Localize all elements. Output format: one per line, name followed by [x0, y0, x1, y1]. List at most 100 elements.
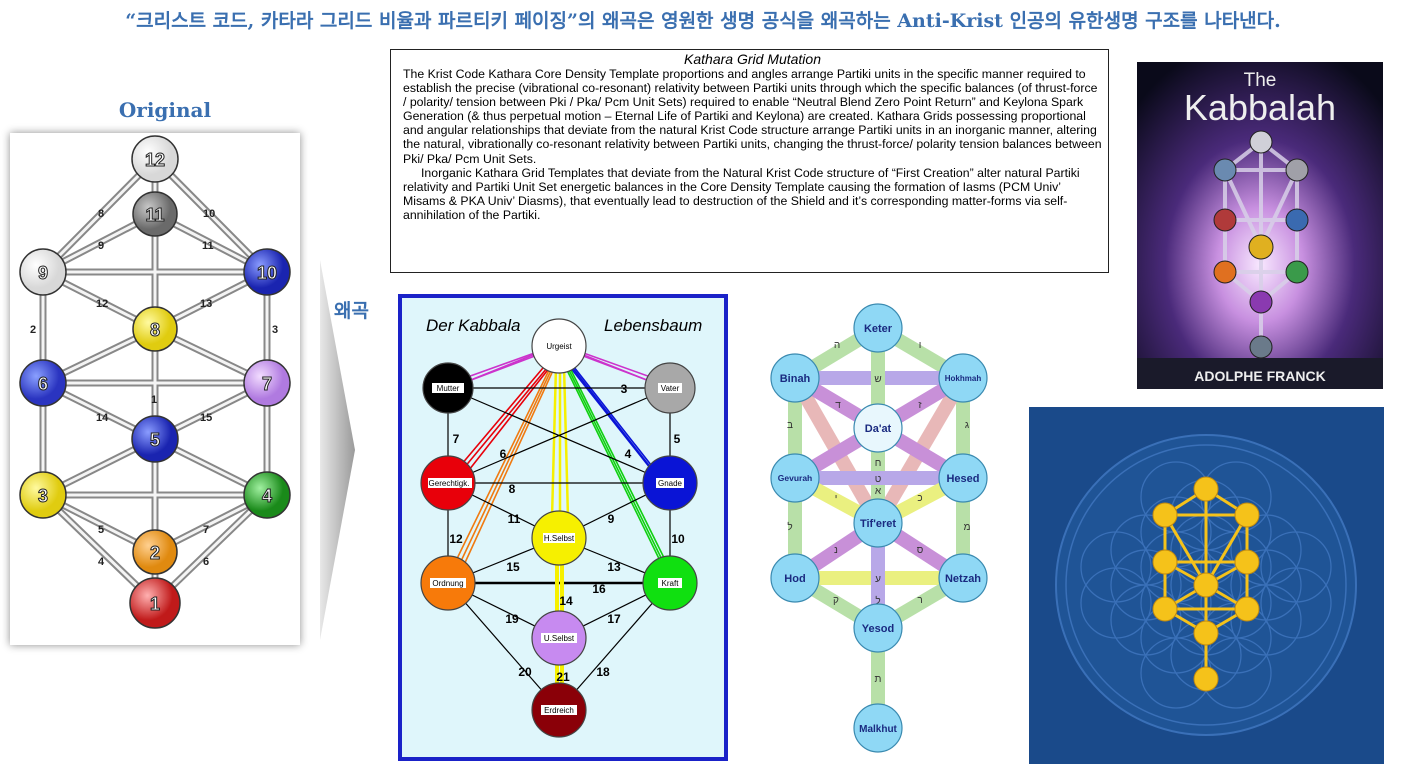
path-number: 6 [500, 447, 507, 461]
node-label: 12 [145, 150, 165, 170]
flower-of-life-tree [1029, 407, 1384, 764]
hebrew-letter: ט [875, 474, 882, 485]
page-title: “크리스트 코드, 카타라 그리드 비율과 파르티키 페이징”의 왜곡은 영원한… [125, 10, 1281, 32]
kabbala-node: Ordnung [432, 579, 463, 588]
node-label: 3 [38, 486, 48, 506]
kabbala-title-left: Der Kabbala [426, 316, 521, 335]
edge-label: 3 [272, 324, 278, 336]
original-kathara-grid: 8 10 9 11 12 13 2 3 1 14 15 5 7 4 6 12 1… [10, 133, 300, 645]
path-number: 19 [505, 612, 519, 626]
kabbala-node: Kraft [662, 579, 680, 588]
hebrew-letter: ר [917, 595, 922, 606]
kabbala-lebensbaum-diagram: Der Kabbala Lebensbaum [398, 294, 728, 761]
node-label: 6 [38, 374, 48, 394]
sephira-label: Binah [780, 373, 811, 385]
edge-label: 15 [200, 412, 212, 424]
hebrew-letter: כ [917, 493, 922, 504]
mutation-title: Kathara Grid Mutation [684, 51, 821, 67]
edge-label: 5 [98, 524, 104, 536]
hebrew-letter: ז [918, 400, 922, 411]
path-number: 18 [596, 665, 610, 679]
edge-label: 4 [98, 556, 105, 568]
kabbala-svg: Der Kabbala Lebensbaum [420, 316, 702, 738]
path-number: 10 [671, 532, 685, 546]
path-number: 16 [592, 582, 606, 596]
node-label: 2 [150, 543, 160, 563]
hebrew-letter: ק [833, 595, 839, 606]
node-label: 8 [150, 320, 160, 340]
transition-arrow [310, 260, 360, 640]
book-cover-svg: The Kabbalah ADOLPHE FRANCK [1137, 62, 1383, 389]
edge-label: 1 [151, 394, 157, 406]
mutation-paragraph: The Krist Code Kathara Core Density Temp… [403, 67, 1102, 166]
path-number: 17 [607, 612, 621, 626]
node-label: 11 [145, 205, 164, 225]
mutation-paragraph: Inorganic Kathara Grid Templates that de… [403, 165, 1080, 222]
kabbala-node: Vater [661, 384, 680, 393]
kabbalah-book-cover: The Kabbalah ADOLPHE FRANCK [1137, 62, 1383, 389]
edge-label: 11 [202, 240, 214, 252]
hebrew-letter: ל [787, 521, 792, 533]
edge-label: 2 [30, 324, 36, 336]
edge-label: 10 [203, 208, 215, 220]
sephirot-tree-diagram: ה ו ש ב ג ד ז ח ט י כ ל מ נ ס ע פ צ ק ר … [760, 298, 1000, 768]
hebrew-letter: מ [964, 522, 971, 533]
hebrew-letter: ג [965, 420, 969, 431]
hebrew-letter: י [835, 493, 838, 504]
sephira-label: Gevurah [778, 473, 813, 483]
path-number: 20 [518, 665, 532, 679]
sephira-label: Netzah [945, 573, 981, 585]
hebrew-letter: ע [875, 574, 881, 585]
flower-of-life-svg [1029, 407, 1384, 764]
hebrew-letter: ס [917, 545, 924, 556]
sephira-label: Da'at [865, 423, 892, 435]
edge-label: 12 [96, 298, 108, 310]
original-label: Original [118, 98, 212, 122]
path-number: 9 [608, 512, 615, 526]
sephira-label: Hod [784, 573, 805, 585]
path-number: 21 [556, 670, 570, 684]
path-number: 8 [509, 482, 516, 496]
path-number: 15 [506, 560, 520, 574]
path-number: 14 [559, 594, 573, 608]
edge-label: 9 [98, 240, 104, 252]
original-grid-svg: 8 10 9 11 12 13 2 3 1 14 15 5 7 4 6 12 1… [19, 135, 291, 629]
hebrew-letter: ב [787, 420, 793, 431]
path-number: 7 [453, 432, 460, 446]
node-label: 9 [38, 263, 48, 283]
book-title-small: The [1244, 70, 1277, 91]
sephira-label: Hesed [946, 473, 979, 485]
hebrew-letter: נ [834, 545, 838, 556]
sephira-label: Malkhut [859, 724, 897, 735]
hebrew-letter: ה [834, 340, 840, 351]
path-number: 4 [625, 447, 632, 461]
edge-label: 6 [203, 556, 209, 568]
sephirot-svg: ה ו ש ב ג ד ז ח ט י כ ל מ נ ס ע פ צ ק ר … [770, 303, 988, 753]
kabbala-node: Gerechtigk. [429, 479, 470, 488]
sephira-label: Keter [864, 323, 893, 335]
path-number: 12 [449, 532, 463, 546]
hebrew-letter: ת [875, 674, 882, 685]
hebrew-letter: ח [875, 458, 882, 469]
node-label: 10 [257, 263, 277, 283]
kabbala-node: Gnade [658, 479, 683, 488]
node-label: 1 [150, 594, 160, 614]
hebrew-letter: ל [875, 595, 880, 607]
hebrew-letter: ש [874, 374, 881, 385]
edge-label: 13 [200, 298, 212, 310]
path-number: 5 [674, 432, 681, 446]
book-title-large: Kabbalah [1184, 87, 1336, 128]
edge-label: 14 [96, 412, 109, 424]
path-number: 13 [607, 560, 621, 574]
book-author: ADOLPHE FRANCK [1194, 368, 1325, 384]
kabbala-title-right: Lebensbaum [604, 316, 702, 335]
path-number: 11 [508, 512, 521, 526]
kabbala-node: H.Selbst [544, 534, 575, 543]
kabbala-node: U.Selbst [544, 634, 575, 643]
kabbala-node: Urgeist [546, 342, 572, 351]
hebrew-letter: ו [919, 340, 922, 351]
sephira-label: Yesod [862, 623, 894, 635]
sephira-label: Hokhmah [945, 374, 982, 383]
kabbala-node: Erdreich [544, 706, 574, 715]
edge-label: 7 [203, 524, 209, 536]
